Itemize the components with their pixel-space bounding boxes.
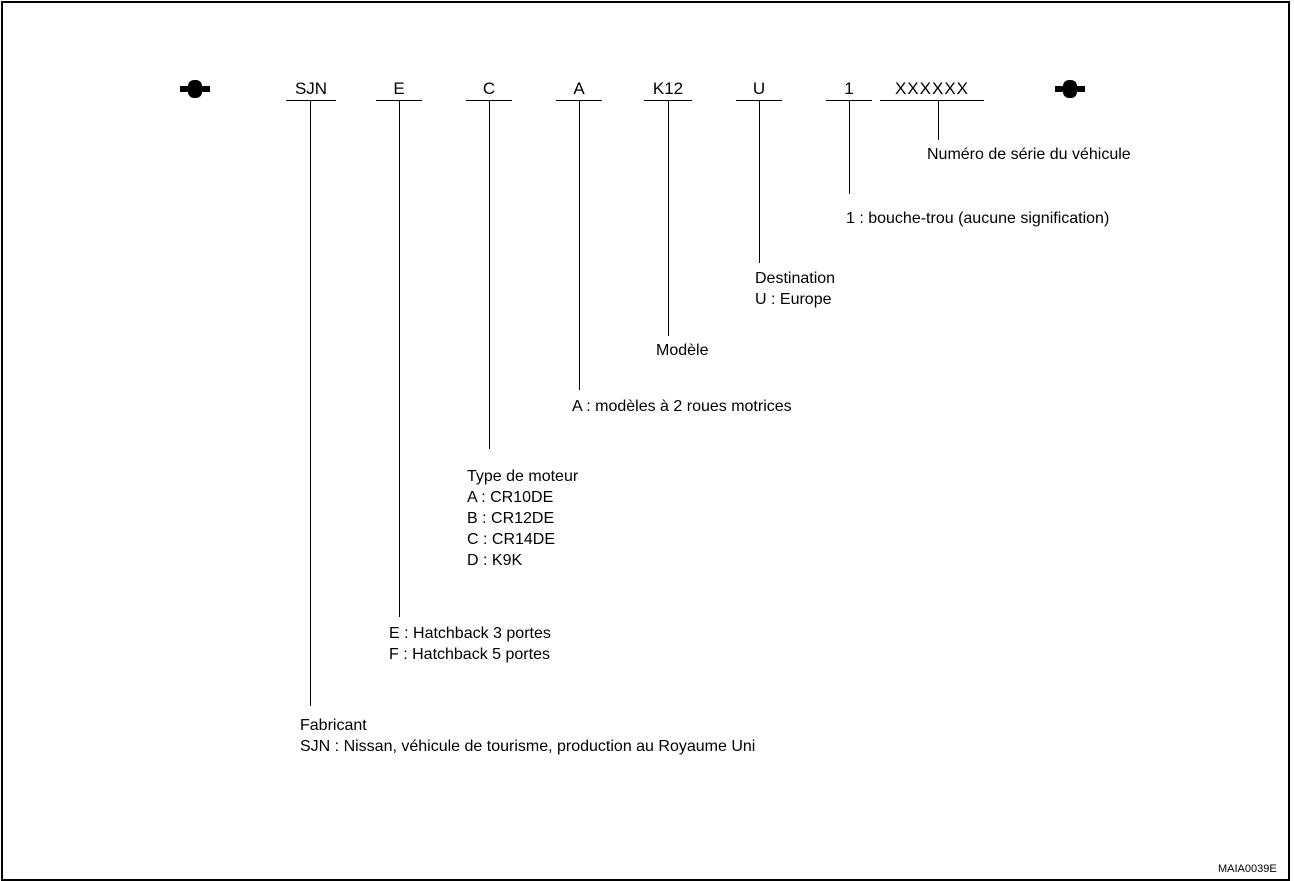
label-filler-desc: 1 : bouche-trou (aucune signification) xyxy=(846,210,1110,227)
star-marker-icon xyxy=(1055,80,1085,98)
segment-filler: 1 xyxy=(844,79,854,98)
label-body-f: F : Hatchback 5 portes xyxy=(389,646,550,663)
label-manufacturer-title: Fabricant xyxy=(300,717,367,734)
leader-manufacturer xyxy=(310,100,311,706)
label-engine-c: C : CR14DE xyxy=(467,531,556,548)
leader-serial xyxy=(938,100,939,140)
label-model-title: Modèle xyxy=(656,342,709,359)
segment-model: K12 xyxy=(652,79,684,98)
segment-serial: XXXXXX xyxy=(894,79,970,98)
label-engine-a: A : CR10DE xyxy=(467,489,554,506)
label-destination-u: U : Europe xyxy=(755,291,832,308)
segment-manufacturer: SJN xyxy=(294,79,328,98)
label-engine-d: D : K9K xyxy=(467,552,523,569)
segment-body: E xyxy=(393,79,405,98)
label-engine-title: Type de moteur xyxy=(467,468,579,485)
leader-body xyxy=(399,100,400,617)
label-destination-title: Destination xyxy=(755,270,836,287)
label-engine-b: B : CR12DE xyxy=(467,510,555,527)
segment-engine: C xyxy=(482,79,496,98)
leader-model xyxy=(668,100,669,336)
label-body-e: E : Hatchback 3 portes xyxy=(389,625,551,642)
segment-underline xyxy=(286,100,336,101)
figure-code: MAIA0039E xyxy=(1218,863,1277,875)
label-manufacturer-desc: SJN : Nissan, véhicule de tourisme, prod… xyxy=(300,738,756,755)
leader-destination xyxy=(759,100,760,263)
label-serial-title: Numéro de série du véhicule xyxy=(927,146,1131,163)
segment-destination: U xyxy=(752,79,766,98)
leader-drive xyxy=(579,100,580,390)
leader-engine xyxy=(489,100,490,449)
segment-drive: A xyxy=(573,79,585,98)
leader-filler xyxy=(849,100,850,194)
label-drive-desc: A : modèles à 2 roues motrices xyxy=(572,398,792,415)
star-marker-icon xyxy=(180,80,210,98)
segment-underline xyxy=(880,100,984,101)
